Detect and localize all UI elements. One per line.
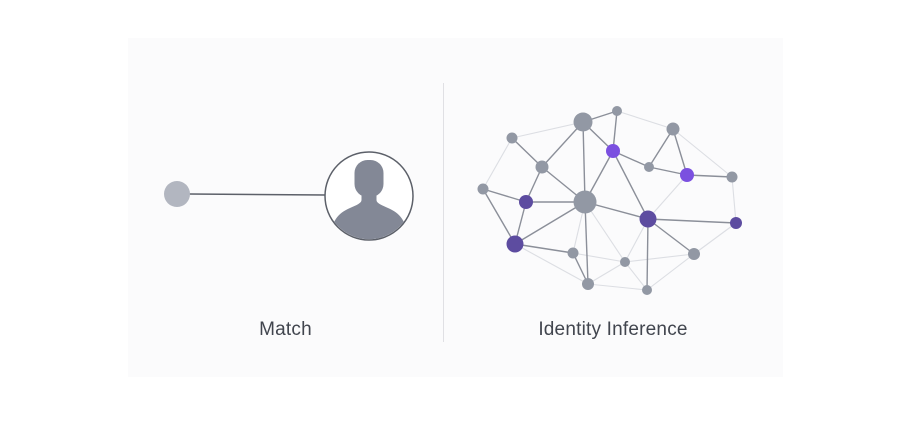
network-node-gray (620, 257, 630, 267)
network-edge (647, 174, 688, 220)
network-edge (572, 252, 626, 263)
network-node-gray (573, 112, 593, 132)
network-node-gray (726, 171, 738, 183)
network-edge (587, 261, 626, 285)
network-edge (584, 201, 626, 263)
network-edge (693, 222, 737, 255)
network-node-dark (730, 217, 742, 229)
network-edge (514, 243, 574, 254)
network-edge (616, 110, 674, 130)
panel-divider (443, 83, 444, 342)
network-edge (646, 218, 649, 291)
network-edge (511, 121, 584, 139)
network-edge (587, 283, 648, 291)
network-node-gray (535, 160, 549, 174)
network-edge (514, 243, 589, 285)
network-edge (672, 128, 733, 178)
two-panel-card: Match Identity Inference (128, 38, 783, 377)
network-node-dark (639, 210, 657, 228)
network-edge (646, 253, 695, 291)
network-node-gray (573, 190, 597, 214)
network-node-bright (606, 144, 620, 158)
network-node-bright (680, 168, 694, 182)
network-node-gray (477, 183, 489, 195)
network-edge (647, 218, 695, 255)
network-edge (582, 121, 586, 203)
network-node-gray (688, 248, 700, 260)
network-edge (731, 176, 737, 224)
network-node-gray (644, 162, 654, 172)
network-edge (511, 137, 543, 168)
network-node-gray (582, 278, 594, 290)
network-node-gray (666, 122, 680, 136)
network-edge (482, 188, 516, 245)
network-edge (584, 201, 589, 285)
network-node-gray (506, 132, 518, 144)
network-edge (514, 201, 586, 245)
network-edge (612, 150, 649, 220)
match-connector-line (188, 193, 327, 196)
person-silhouette-icon (331, 160, 407, 240)
identity-inference-label: Identity Inference (538, 319, 688, 340)
network-edge (541, 121, 584, 168)
match-label: Match (259, 319, 312, 340)
network-edge (648, 128, 674, 168)
identity-inference-figure (477, 106, 742, 295)
match-figure (164, 151, 414, 241)
network-node-gray (642, 285, 652, 295)
network-edge (624, 253, 695, 263)
network-node-gray (567, 247, 579, 259)
network-node-dark (506, 235, 524, 253)
network-edge (672, 128, 688, 176)
network-edge (482, 137, 513, 190)
network-edge (686, 174, 733, 178)
identity-dot (164, 181, 190, 207)
network-node-gray (612, 106, 622, 116)
network-edge (624, 261, 648, 291)
network-edge (647, 218, 737, 224)
network-node-dark (519, 195, 533, 209)
network-edge (482, 188, 527, 203)
